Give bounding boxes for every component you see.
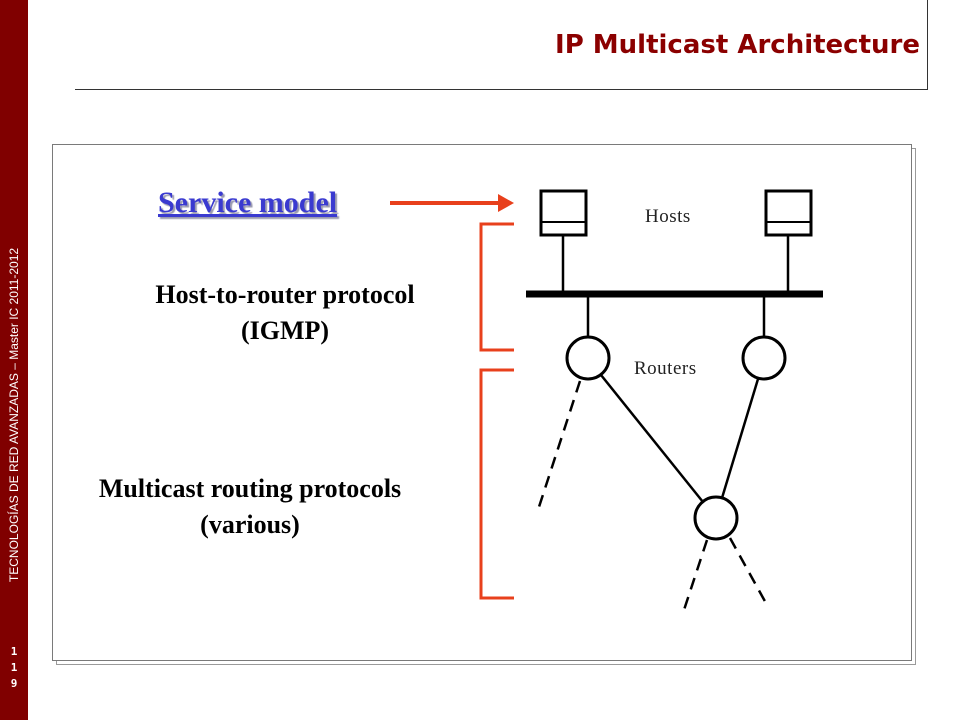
sidebar-band: TECNOLOGÍAS DE RED AVANZADAS – Master IC… xyxy=(0,0,28,720)
host-protocol-label-line2: (IGMP) xyxy=(240,316,330,345)
router-icon xyxy=(565,335,611,381)
router-icon xyxy=(741,335,787,381)
service-model-link[interactable]: Service model xyxy=(158,186,338,219)
routing-bracket xyxy=(479,368,514,600)
dashed-link xyxy=(682,539,709,611)
router-link xyxy=(720,378,760,499)
host-icon xyxy=(764,189,813,237)
routers-label: Routers xyxy=(634,358,697,379)
title-rule xyxy=(75,89,928,90)
page-digit: 1 xyxy=(10,661,18,674)
routing-label-line2: (various) xyxy=(200,510,300,539)
routing-label-line1: Multicast routing protocols xyxy=(98,474,402,503)
router-icon xyxy=(693,495,739,541)
page-digit: 9 xyxy=(10,677,18,690)
title-rule-vertical xyxy=(927,0,928,90)
arrow-head-icon xyxy=(498,194,514,212)
host-icon xyxy=(539,189,588,237)
hosts-label: Hosts xyxy=(645,206,691,227)
dashed-link xyxy=(728,537,769,606)
page-number: 1 1 9 xyxy=(0,644,28,692)
dashed-link xyxy=(536,380,582,511)
slide-title: IP Multicast Architecture xyxy=(555,30,920,60)
host-protocol-label-line1: Host-to-router protocol xyxy=(155,280,415,309)
page-digit: 1 xyxy=(10,645,18,658)
router-link xyxy=(600,374,704,503)
host-protocol-bracket xyxy=(479,222,514,352)
